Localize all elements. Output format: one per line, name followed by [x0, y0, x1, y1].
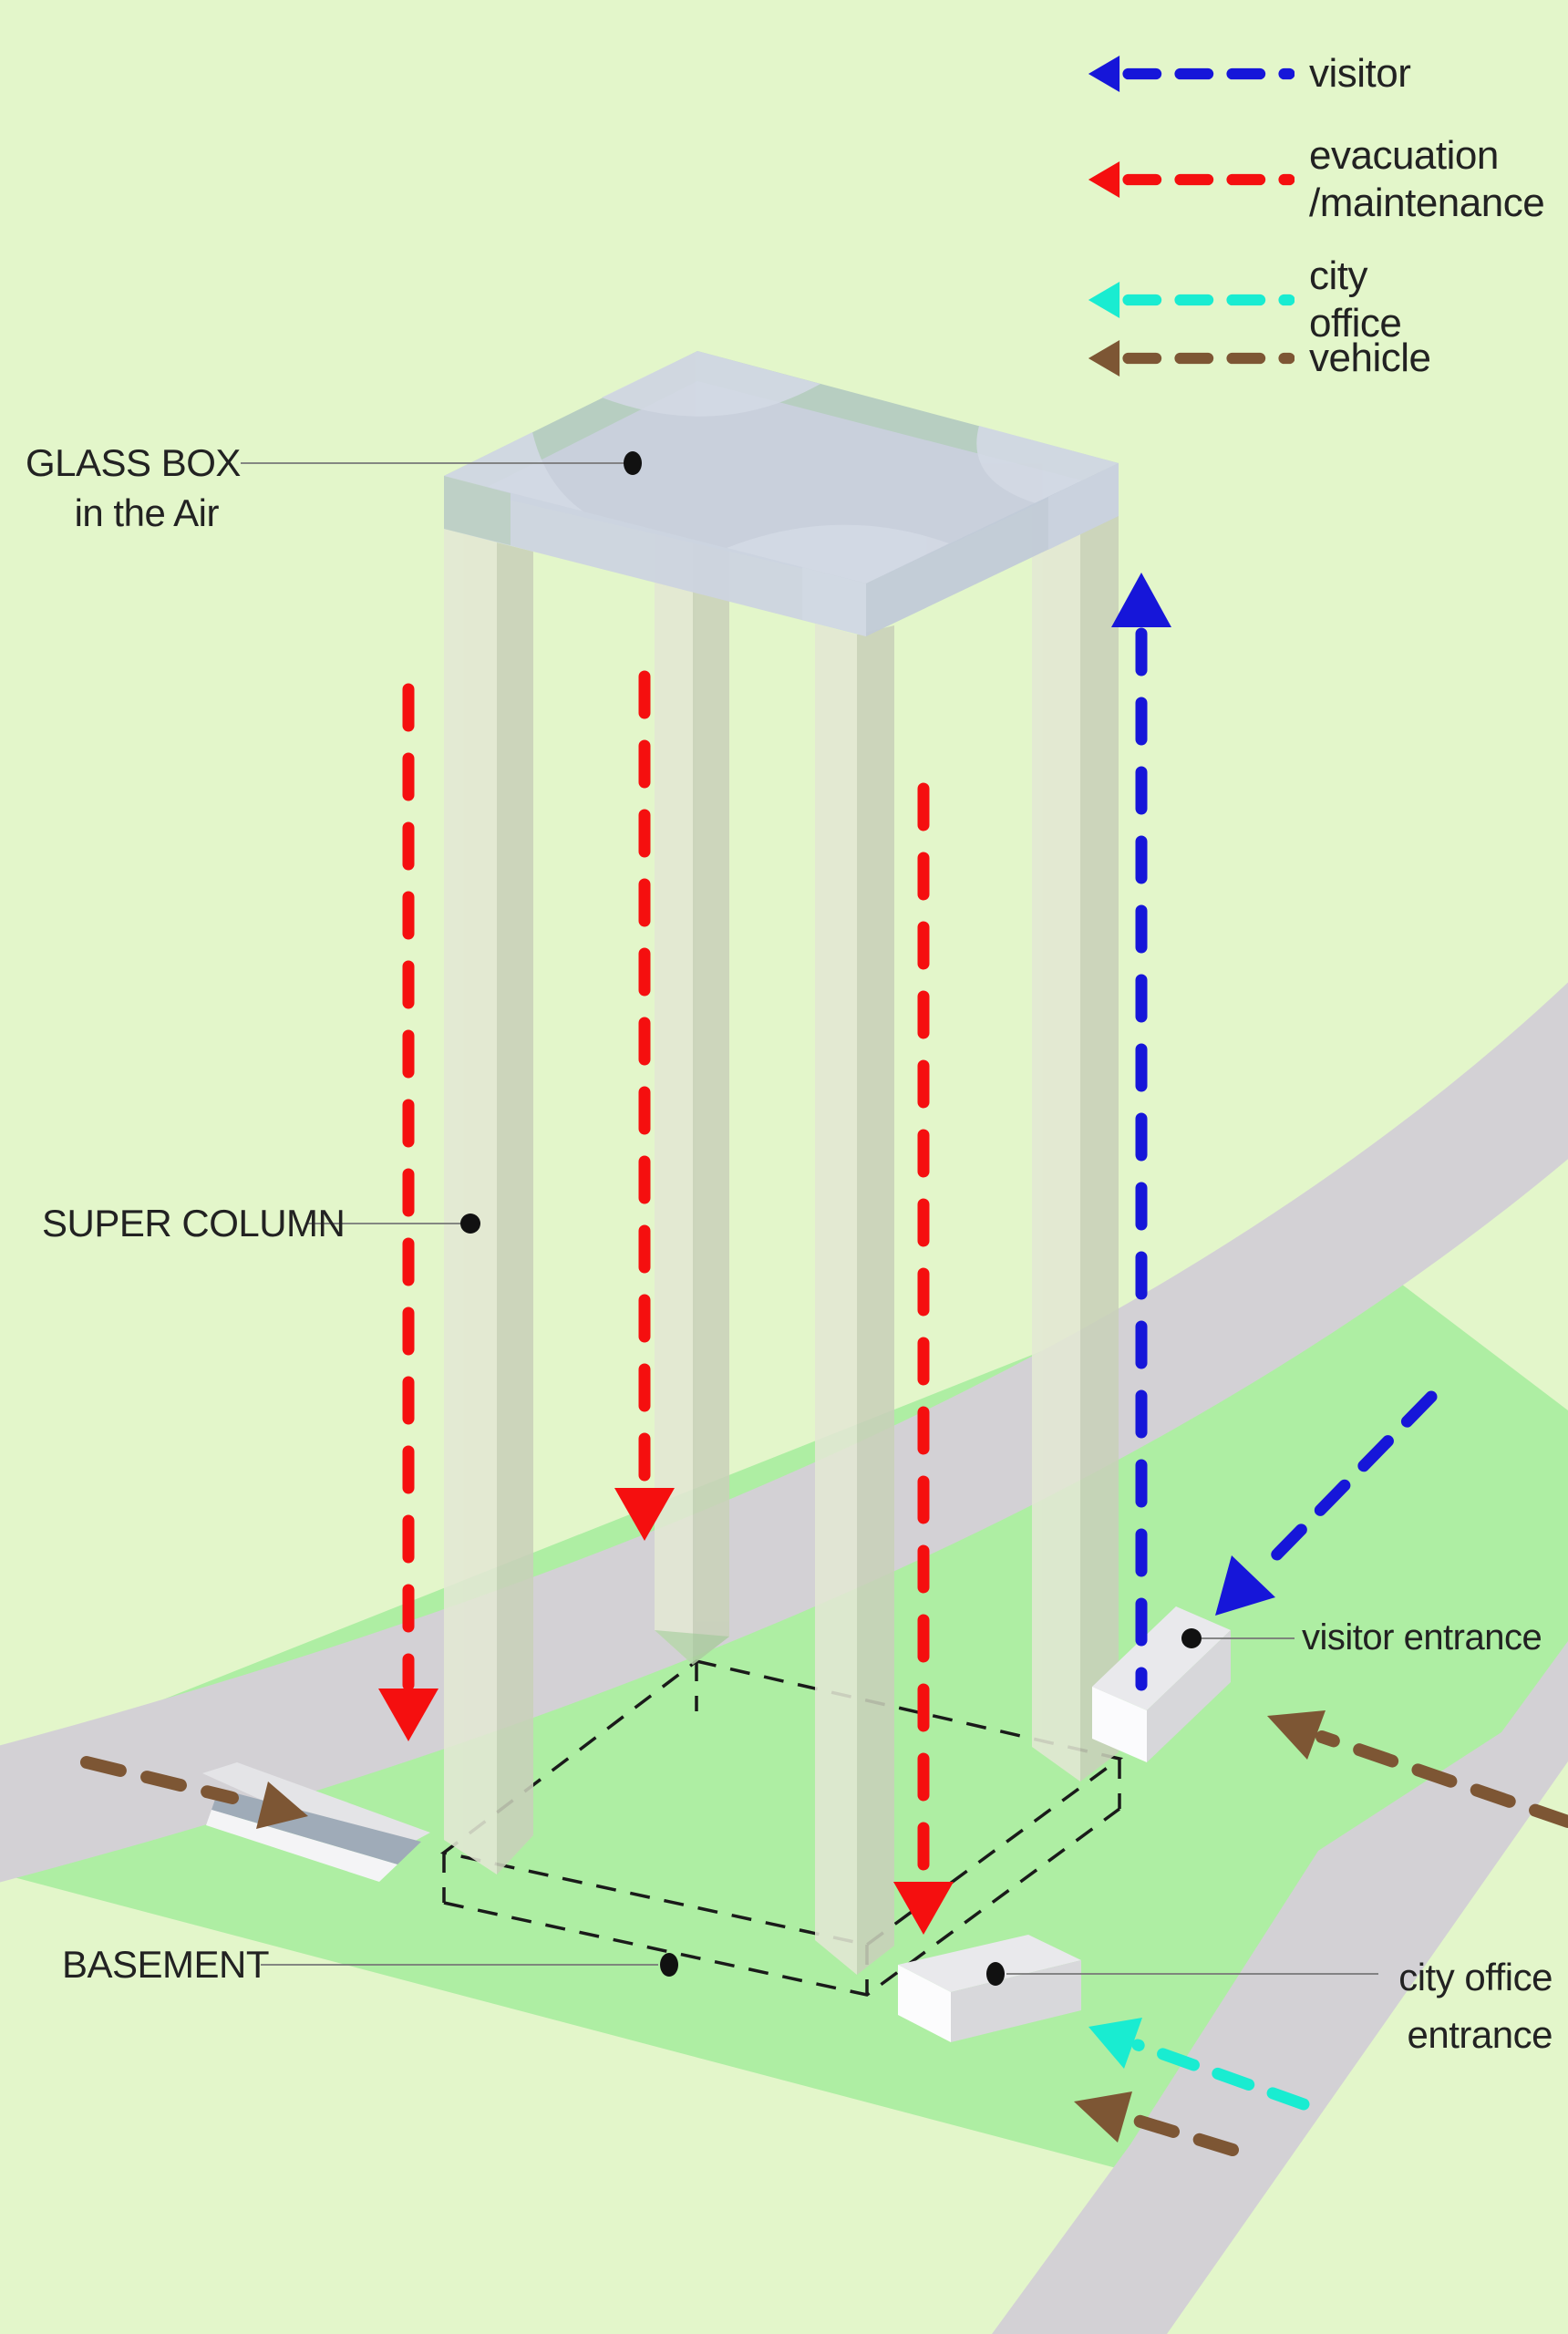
legend-label-visitor: visitor: [1309, 51, 1411, 96]
dot-super-column: [460, 1213, 480, 1234]
visitor-entrance-label: visitor entrance: [1302, 1617, 1542, 1658]
evacuation-arrow-icon: [1088, 161, 1295, 198]
city-office-entrance-label: city office entrance: [1398, 1956, 1553, 2056]
legend-label-vehicle: vehicle: [1309, 336, 1431, 380]
super-columns: [444, 406, 1119, 1975]
glass-box-label: GLASS BOX in the Air: [26, 441, 241, 534]
glass-box-corner-voids: [444, 351, 1119, 584]
column-east: [1032, 493, 1119, 1781]
route-evacuation-arrowheads: [378, 1488, 954, 1935]
route-visitor: [1111, 573, 1438, 1691]
glass-box-front-left-face: [444, 476, 866, 636]
column-north-base: [655, 1630, 729, 1665]
city-office-entrance-box: [898, 1935, 1081, 2042]
super-column-label: SUPER COLUMN: [42, 1202, 346, 1244]
legend-item-vehicle: vehicle: [1087, 335, 1431, 382]
main-road: [0, 982, 1568, 1883]
dot-city-office-entrance: [986, 1962, 1005, 1986]
dot-visitor-entrance: [1181, 1628, 1202, 1648]
dot-glass-box: [624, 451, 642, 475]
dot-basement: [660, 1953, 678, 1977]
branch-road: [992, 1641, 1568, 2334]
legend-item-visitor: visitor: [1087, 50, 1411, 98]
anchor-dots: [460, 451, 1202, 1986]
legend-label-evacuation: evacuation /maintenance: [1309, 133, 1545, 225]
column-west: [444, 529, 533, 1874]
legend-item-evacuation: evacuation /maintenance: [1087, 132, 1545, 227]
leader-lines: [241, 462, 1378, 1975]
city-office-arrow-icon: [1088, 282, 1295, 318]
basement-label: BASEMENT: [62, 1943, 270, 1986]
route-evacuation-lines: [402, 670, 930, 1885]
route-vehicle: [80, 1710, 1568, 2156]
site-plane: [0, 1240, 1568, 2179]
column-south: [815, 624, 894, 1975]
legend-label-city-office: city office: [1309, 253, 1402, 346]
glass-box: [444, 351, 1119, 636]
vehicle-arrow-icon: [1088, 340, 1295, 377]
column-north: [655, 406, 729, 1665]
visitor-arrow-icon: [1088, 56, 1295, 92]
route-city-office: [1088, 2018, 1310, 2111]
legend-item-city-office: city office: [1087, 253, 1402, 347]
glass-box-top-face: [477, 381, 1086, 584]
